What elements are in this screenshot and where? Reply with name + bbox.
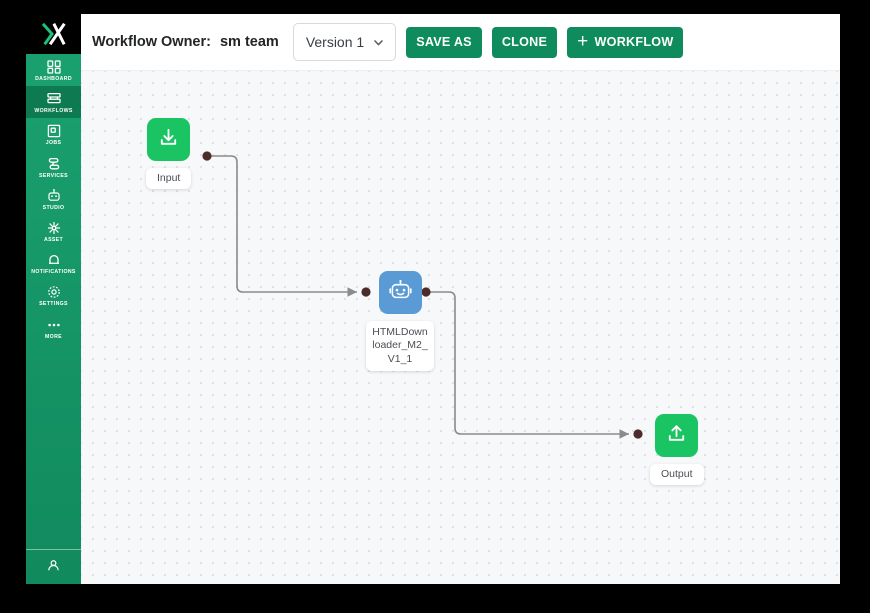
edge-input-to-task[interactable] xyxy=(207,155,357,297)
save-as-button[interactable]: SAVE AS xyxy=(406,26,482,58)
app-window: DASHBOARD WORKFLOWS xyxy=(26,14,840,584)
jobs-icon xyxy=(46,123,62,139)
sidebar-item-label: DASHBOARD xyxy=(35,76,72,82)
sidebar-item-notifications[interactable]: NOTIFICATIONS xyxy=(26,247,81,279)
sidebar-spacer xyxy=(26,344,81,549)
node-html-downloader[interactable]: HTMLDownloader_M2_V1_1 xyxy=(366,271,434,372)
node-task-box[interactable] xyxy=(378,271,422,314)
sidebar-item-label: SERVICES xyxy=(39,172,68,179)
sidebar-item-asset[interactable]: ASSET xyxy=(26,215,81,247)
toolbar: Workflow Owner: sm team Version 1 SAVE A… xyxy=(81,14,840,70)
port-input-output[interactable] xyxy=(202,151,212,161)
sidebar-item-label: WORKFLOWS xyxy=(34,108,73,115)
robot-icon xyxy=(388,278,413,308)
sidebar-item-services[interactable]: SERVICES xyxy=(26,151,81,183)
user-account-icon xyxy=(46,558,62,574)
sidebar-item-jobs[interactable]: JOBS xyxy=(26,118,81,150)
node-task-label: HTMLDownloader_M2_V1_1 xyxy=(366,321,434,372)
main-area: Workflow Owner: sm team Version 1 SAVE A… xyxy=(81,14,840,584)
port-task-output[interactable] xyxy=(421,287,431,297)
services-icon xyxy=(46,156,62,172)
edge-layer xyxy=(202,151,643,439)
sidebar-item-dashboard[interactable]: DASHBOARD xyxy=(26,54,81,86)
port-task-input[interactable] xyxy=(361,287,371,297)
dashboard-icon xyxy=(46,59,62,75)
edge-task-to-output[interactable] xyxy=(426,291,629,439)
more-icon xyxy=(46,317,62,333)
node-input[interactable]: Input xyxy=(146,118,192,190)
notifications-icon xyxy=(46,252,62,268)
studio-icon xyxy=(46,188,62,204)
sidebar: DASHBOARD WORKFLOWS xyxy=(26,14,81,584)
x-logo-icon xyxy=(41,22,67,46)
settings-icon xyxy=(46,284,62,300)
chevron-down-icon xyxy=(372,36,385,49)
workflow-owner-label: Workflow Owner: xyxy=(92,34,211,50)
sidebar-item-workflows[interactable]: WORKFLOWS xyxy=(26,86,81,119)
workflow-owner: Workflow Owner: sm team xyxy=(92,34,279,50)
node-input-box[interactable] xyxy=(147,118,191,161)
sidebar-item-label: NOTIFICATIONS xyxy=(31,269,76,276)
node-input-label: Input xyxy=(146,168,192,190)
sidebar-item-more[interactable]: MORE xyxy=(26,312,81,344)
node-output[interactable]: Output xyxy=(650,414,704,486)
workflows-icon xyxy=(46,91,62,107)
node-output-box[interactable] xyxy=(655,414,699,457)
sidebar-item-label: ASSET xyxy=(43,237,64,244)
sidebar-item-label: STUDIO xyxy=(42,204,65,211)
version-dropdown[interactable]: Version 1 xyxy=(292,23,397,61)
app-logo[interactable] xyxy=(26,14,81,54)
upload-icon xyxy=(665,422,688,450)
new-workflow-button[interactable]: + WORKFLOW xyxy=(567,26,684,58)
workflow-owner-value: sm team xyxy=(219,34,279,50)
node-output-label: Output xyxy=(650,464,704,486)
asset-icon xyxy=(46,220,62,236)
sidebar-item-studio[interactable]: STUDIO xyxy=(26,183,81,215)
sidebar-item-label: MORE xyxy=(45,333,62,340)
sidebar-item-label: SETTINGS xyxy=(39,301,68,308)
workflow-canvas[interactable]: Input xyxy=(81,70,840,584)
sidebar-item-label: JOBS xyxy=(45,140,62,147)
sidebar-item-settings[interactable]: SETTINGS xyxy=(26,279,81,311)
version-dropdown-value: Version 1 xyxy=(305,34,365,50)
port-output-input[interactable] xyxy=(633,429,643,439)
clone-button[interactable]: CLONE xyxy=(491,26,558,58)
sidebar-nav: DASHBOARD WORKFLOWS xyxy=(26,54,81,344)
new-workflow-label: WORKFLOW xyxy=(594,35,674,49)
plus-icon: + xyxy=(577,30,589,52)
sidebar-account[interactable] xyxy=(26,549,81,584)
download-icon xyxy=(157,126,180,154)
